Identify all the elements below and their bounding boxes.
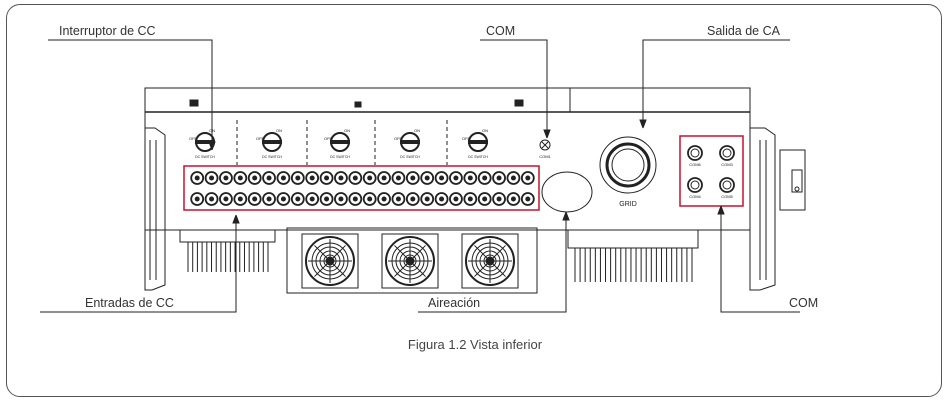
pv-connector — [305, 171, 320, 206]
pv-connector — [290, 171, 305, 206]
dc-switch-icon: OFF ON DC SWITCH — [324, 128, 350, 159]
pv-connector — [219, 171, 233, 206]
pv-connector — [506, 171, 521, 206]
svg-text:OFF: OFF — [324, 136, 333, 141]
svg-text:COM1: COM1 — [539, 154, 551, 159]
pv-connector — [405, 171, 420, 206]
pv-connector — [377, 171, 391, 206]
svg-text:GRID: GRID — [619, 201, 637, 208]
com-port-icon: COM4 — [687, 177, 703, 199]
fan-icon — [301, 233, 359, 289]
figure-frame — [6, 4, 942, 397]
pv-connector — [276, 171, 291, 206]
svg-text:DC SWITCH: DC SWITCH — [262, 155, 282, 159]
dc-switch-icon: OFF ON DC SWITCH — [256, 128, 282, 159]
pv-connector — [434, 171, 449, 206]
ventilation-valve — [541, 171, 593, 213]
svg-text:ON: ON — [414, 128, 420, 133]
dc-switch-icon: OFF ON DC SWITCH — [462, 128, 488, 159]
callout-dc-inputs: Entradas de CC — [85, 296, 174, 310]
pv-connector — [319, 171, 334, 206]
com-port-icon: COM3 — [719, 145, 735, 167]
callout-ventilation: Aireación — [428, 296, 481, 310]
left-heatsink — [179, 229, 276, 272]
svg-text:OFF: OFF — [462, 136, 471, 141]
pv-connector — [391, 171, 406, 206]
svg-text:DC SWITCH: DC SWITCH — [468, 155, 488, 159]
pv-connector — [247, 171, 262, 206]
svg-text:OFF: OFF — [256, 136, 265, 141]
svg-text:COM4: COM4 — [689, 194, 701, 199]
grid-ac-gland: GRID — [599, 136, 657, 208]
svg-text:COM3: COM3 — [721, 162, 733, 167]
com-ports-highlight-box — [679, 135, 744, 207]
callout-ac-output: Salida de CA — [707, 24, 780, 38]
pv-connector — [420, 171, 435, 206]
callout-com-top: COM — [486, 24, 516, 38]
pv-connector — [520, 171, 535, 206]
pv-connector — [262, 171, 276, 206]
svg-text:ON: ON — [482, 128, 488, 133]
callout-dc-switch: Interruptor de CC — [59, 24, 156, 38]
figure-caption: Figura 1.2 Vista inferior — [407, 337, 543, 352]
svg-text:COM6: COM6 — [689, 162, 701, 167]
com-port-icon: COM6 — [687, 145, 703, 167]
dc-switch-icon: OFF ON DC SWITCH — [394, 128, 420, 159]
svg-text:OFF: OFF — [189, 136, 198, 141]
callout-leader-lines — [40, 39, 800, 313]
pv-connector — [190, 171, 205, 206]
fan-icon — [461, 233, 519, 289]
svg-text:DC SWITCH: DC SWITCH — [330, 155, 350, 159]
pv-connector — [477, 171, 492, 206]
svg-text:DC SWITCH: DC SWITCH — [195, 155, 215, 159]
fan-module — [286, 227, 538, 294]
pv-connectors — [190, 171, 535, 206]
com-port-icon: COM5 — [719, 177, 735, 199]
inverter-body — [144, 87, 751, 231]
svg-text:DC SWITCH: DC SWITCH — [400, 155, 420, 159]
svg-text:ON: ON — [344, 128, 350, 133]
pv-connector — [348, 171, 363, 206]
svg-text:COM5: COM5 — [721, 194, 733, 199]
left-mounting-bracket — [144, 127, 166, 291]
pv-connector — [362, 171, 377, 206]
callout-com-bottom: COM — [789, 296, 819, 310]
right-mounting-bracket — [749, 127, 806, 291]
pv-connector — [449, 171, 463, 206]
dc-inputs-highlight-box — [183, 165, 540, 211]
svg-text:OFF: OFF — [394, 136, 403, 141]
pv-connector — [492, 171, 506, 206]
pv-connector — [463, 171, 478, 206]
com1-port: COM1 — [539, 139, 552, 159]
dc-switches: OFF ON DC SWITCH OFF ON DC SWITCH OFF ON DC SWIT… — [189, 128, 488, 159]
pv-connector — [334, 171, 348, 206]
pv-connector — [233, 171, 248, 206]
fan-icon — [381, 233, 439, 289]
pv-connector — [204, 171, 219, 206]
svg-text:ON: ON — [276, 128, 282, 133]
right-heatsink — [567, 229, 699, 282]
